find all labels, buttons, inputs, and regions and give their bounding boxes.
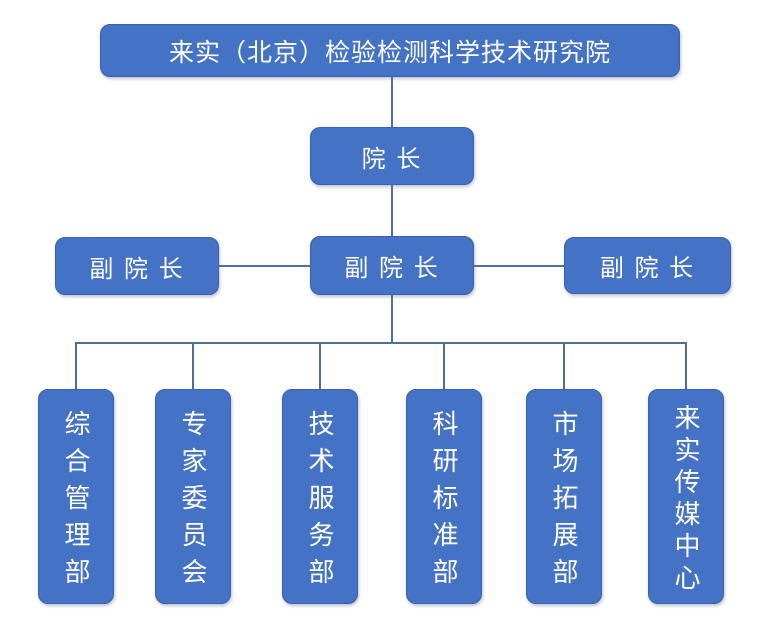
org-box-dept-media-center: 来实传媒中心	[648, 389, 724, 604]
connector-vp-center-to-right	[474, 265, 564, 267]
dept-media-center-label: 来实传媒中心	[671, 403, 701, 596]
dept-research-standards-label: 科研标准部	[429, 409, 459, 595]
connector-root-to-president	[391, 77, 393, 127]
connector-drop-media-center	[685, 342, 687, 389]
org-box-vice-president-right: 副 院 长	[564, 237, 731, 294]
org-box-vice-president-left: 副 院 长	[55, 237, 219, 295]
org-box-president: 院 长	[310, 127, 474, 185]
vice-president-left-label: 副 院 长	[89, 255, 185, 283]
org-box-dept-general-management: 综合管理部	[38, 389, 114, 604]
connector-drop-technical-service	[319, 342, 321, 389]
dept-expert-committee-label: 专家委员会	[178, 409, 208, 595]
dept-general-management-label: 综合管理部	[61, 409, 91, 595]
connector-president-to-vp	[391, 185, 393, 236]
org-box-dept-technical-service: 技术服务部	[282, 389, 358, 604]
connector-drop-market-development	[563, 342, 565, 389]
org-box-vice-president-center: 副 院 长	[310, 236, 474, 295]
org-box-root-label: 来实（北京）检验检测科学技术研究院	[168, 38, 611, 67]
connector-drop-research-standards	[443, 342, 445, 389]
connector-drop-general-management	[75, 342, 77, 389]
vice-president-center-label: 副 院 长	[344, 255, 440, 282]
org-box-dept-market-development: 市场拓展部	[526, 389, 602, 604]
dept-technical-service-label: 技术服务部	[305, 409, 335, 595]
dept-market-development-label: 市场拓展部	[549, 409, 579, 595]
connector-vp-to-bus	[391, 295, 393, 342]
org-box-dept-expert-committee: 专家委员会	[155, 389, 231, 604]
vice-president-right-label: 副 院 长	[599, 255, 696, 282]
connector-department-bus	[75, 342, 687, 344]
org-box-president-label: 院 长	[361, 145, 423, 173]
connector-drop-expert-committee	[192, 342, 194, 389]
connector-vp-center-to-left	[219, 265, 310, 267]
org-box-dept-research-standards: 科研标准部	[406, 389, 482, 604]
org-box-root: 来实（北京）检验检测科学技术研究院	[100, 24, 680, 77]
